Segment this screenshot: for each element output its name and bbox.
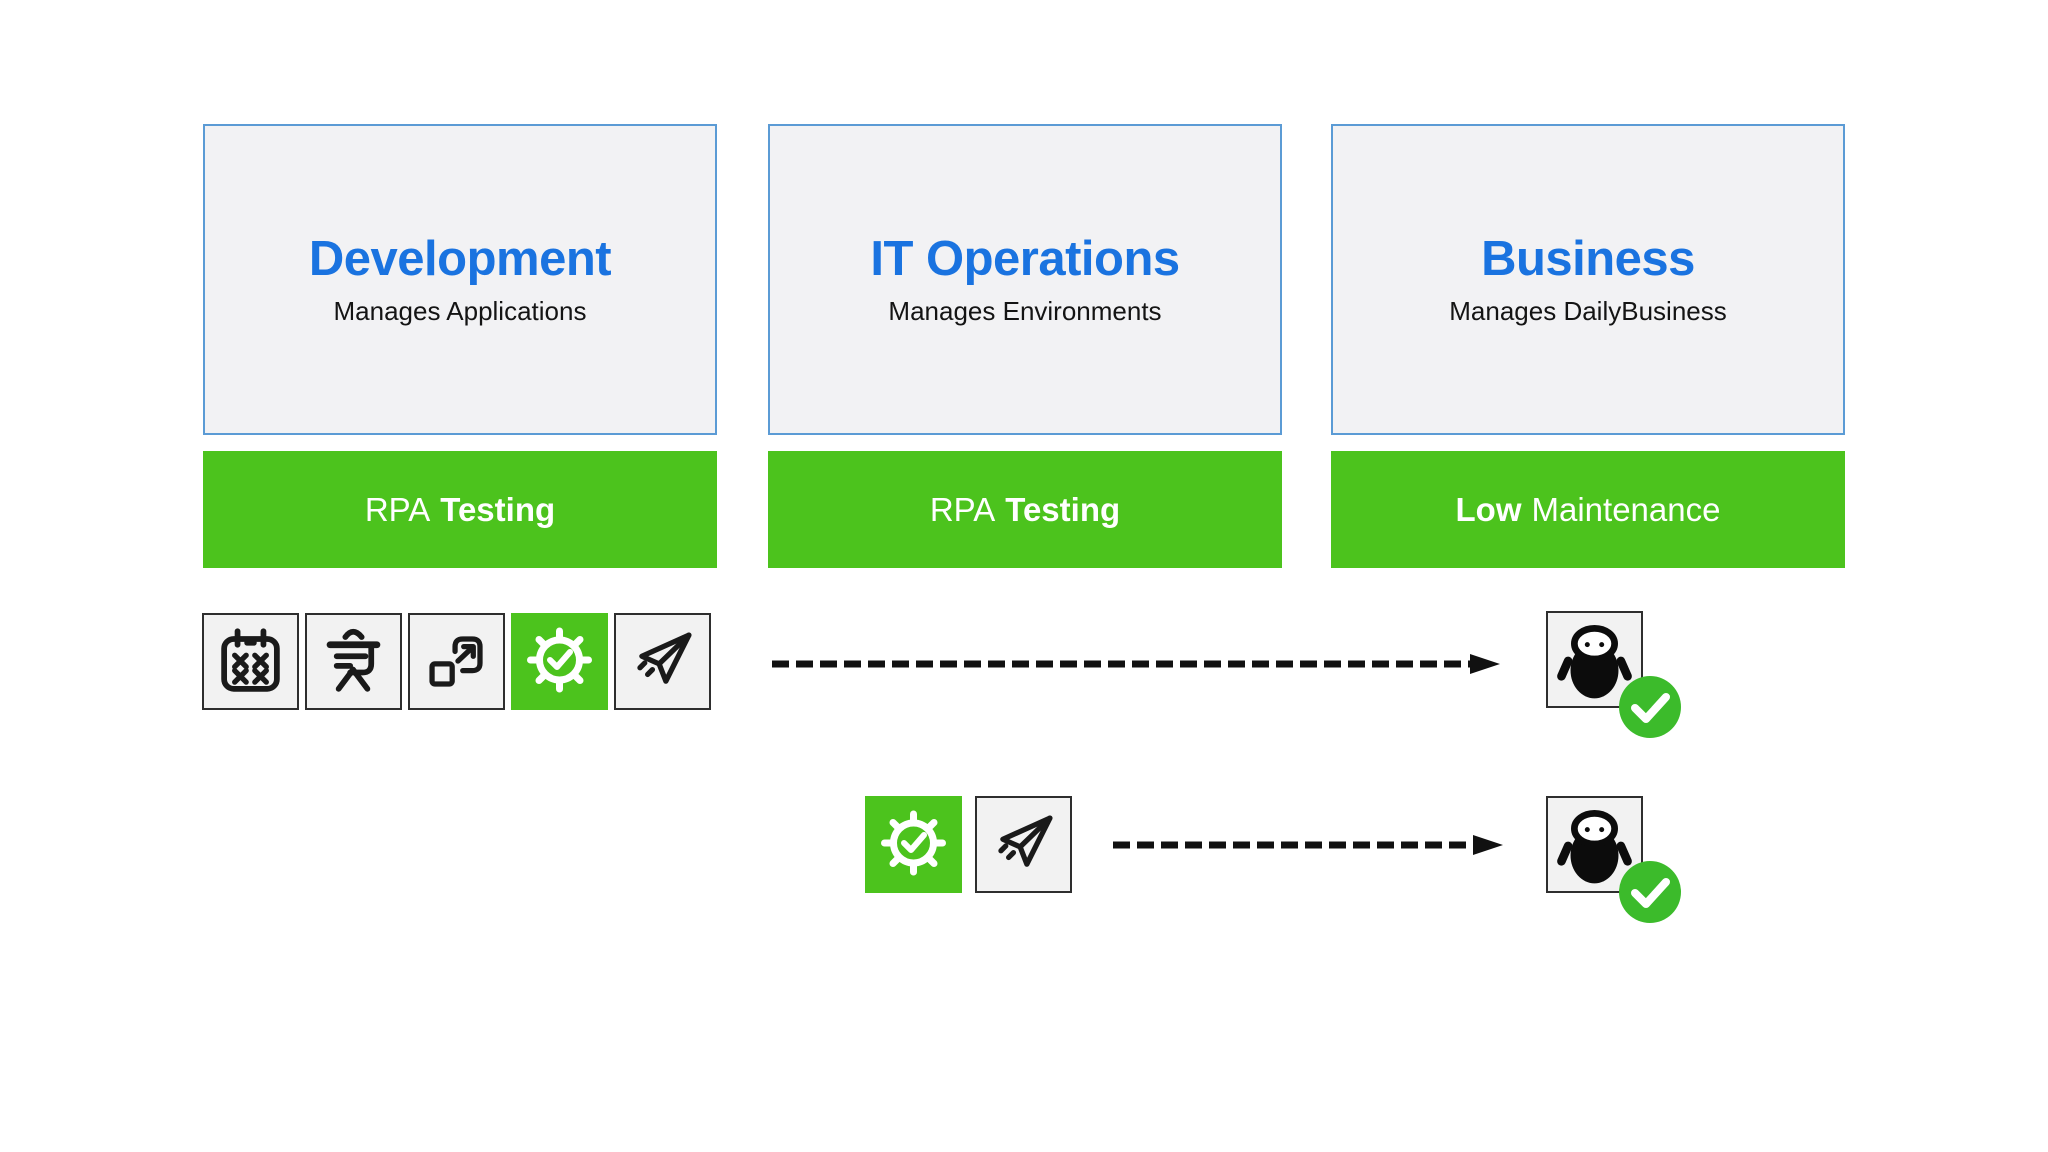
check-badge-icon bbox=[1619, 676, 1681, 738]
robot-icon bbox=[1557, 809, 1632, 884]
paper-plane-icon bbox=[998, 815, 1053, 867]
paper-plane-icon-box bbox=[975, 796, 1072, 893]
panel-subtitle-business: Manages DailyBusiness bbox=[1449, 296, 1727, 326]
gear-check-icon-box bbox=[865, 796, 962, 893]
panel-title-business: Business bbox=[1481, 232, 1695, 286]
expand-icon bbox=[429, 636, 483, 687]
bar-label-first: Low bbox=[1455, 491, 1522, 528]
presentation-board-icon bbox=[326, 628, 381, 692]
bar-label-first: RPA bbox=[364, 491, 431, 528]
it-operations-panel: IT Operations Manages Environments bbox=[768, 124, 1282, 435]
gear-check-icon-box bbox=[511, 613, 608, 710]
bar-label-second: Testing bbox=[1005, 491, 1121, 528]
panel-title-development: Development bbox=[308, 232, 612, 286]
bar-label-first: RPA bbox=[929, 491, 996, 528]
business-bar: Low Maintenance bbox=[1331, 451, 1845, 568]
check-badge-icon bbox=[1619, 861, 1681, 923]
panel-title-it-operations: IT Operations bbox=[870, 232, 1180, 286]
expand-icon-box bbox=[408, 613, 505, 710]
robot-icon bbox=[1557, 624, 1632, 699]
calendar-test-data-icon-box bbox=[202, 613, 299, 710]
robot-icon-box bbox=[1546, 611, 1643, 708]
calendar-test-data-icon bbox=[221, 628, 280, 692]
dashed-right-arrow bbox=[1113, 835, 1503, 855]
paper-plane-icon bbox=[637, 632, 692, 684]
bar-label-second: Testing bbox=[440, 491, 556, 528]
development-panel: Development Manages Applications bbox=[203, 124, 717, 435]
presentation-board-icon-box bbox=[305, 613, 402, 710]
paper-plane-icon-box bbox=[614, 613, 711, 710]
panel-subtitle-it-operations: Manages Environments bbox=[888, 296, 1162, 326]
business-panel: Business Manages DailyBusiness bbox=[1331, 124, 1845, 435]
it-operations-bar: RPA Testing bbox=[768, 451, 1282, 568]
development-bar: RPA Testing bbox=[203, 451, 717, 568]
dashed-right-arrow bbox=[772, 654, 1500, 674]
panel-subtitle-development: Manages Applications bbox=[333, 296, 587, 326]
gear-check-icon bbox=[527, 627, 592, 693]
bar-label-second: Maintenance bbox=[1531, 491, 1721, 528]
gear-check-icon bbox=[881, 810, 946, 876]
